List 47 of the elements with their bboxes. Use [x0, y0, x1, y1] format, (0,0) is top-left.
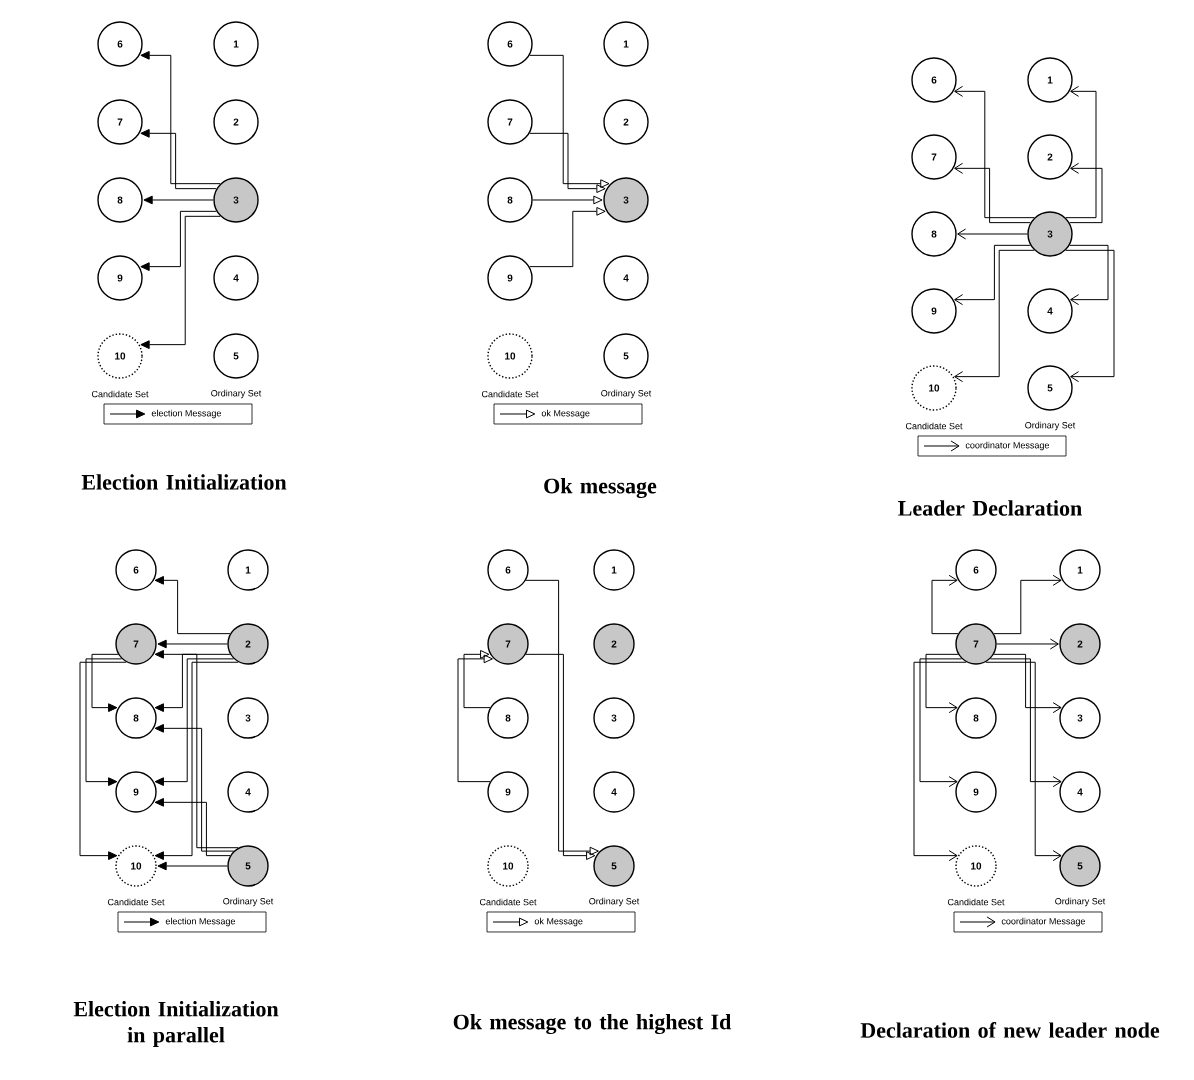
- arrow: [1065, 249, 1115, 383]
- arrow: [529, 207, 606, 268]
- arrow: [457, 654, 493, 783]
- arrow: [154, 724, 235, 852]
- arrow: [140, 51, 221, 185]
- arrow: [154, 658, 235, 786]
- panel-caption: Ok message to the highest Id: [453, 1013, 732, 1035]
- arrow: [85, 658, 123, 786]
- arrow: [931, 574, 959, 635]
- arrow: [154, 576, 231, 635]
- arrow: [157, 861, 228, 871]
- panel-caption: Leader Declaration: [898, 500, 1082, 516]
- arrow: [1065, 85, 1097, 219]
- arrow: [140, 215, 221, 349]
- arrow: [913, 661, 967, 862]
- arrow: [919, 658, 963, 788]
- arrow: [529, 132, 606, 193]
- arrow: [993, 653, 1062, 714]
- arrow: [985, 661, 1062, 862]
- arrow: [954, 249, 1035, 383]
- arrow: [91, 653, 119, 712]
- arrow: [79, 661, 127, 860]
- arrow: [154, 798, 231, 857]
- arrow: [996, 638, 1059, 650]
- arrow: [525, 653, 596, 860]
- panel-caption: Ok message: [544, 477, 657, 499]
- arrow: [529, 54, 610, 188]
- arrow: [140, 210, 217, 271]
- arrow: [143, 195, 214, 205]
- arrow: [993, 574, 1062, 635]
- arrow: [925, 653, 959, 714]
- arrow: [1069, 244, 1109, 306]
- panel-caption: Election Initialization in parallel: [73, 1001, 279, 1047]
- arrow: [157, 639, 228, 649]
- arrow: [525, 579, 599, 856]
- arrow: [154, 653, 231, 712]
- arrow: [140, 129, 217, 190]
- arrow: [989, 658, 1062, 788]
- panel-caption: Election Initialization: [81, 474, 287, 490]
- panel-caption: Declaration of new leader node: [860, 1022, 1160, 1038]
- arrow: [954, 85, 1035, 219]
- arrow: [1069, 162, 1103, 224]
- arrow: [532, 195, 603, 205]
- arrow: [957, 228, 1028, 240]
- arrow: [954, 244, 1031, 306]
- arrow: [954, 162, 1031, 224]
- arrow: [463, 650, 491, 709]
